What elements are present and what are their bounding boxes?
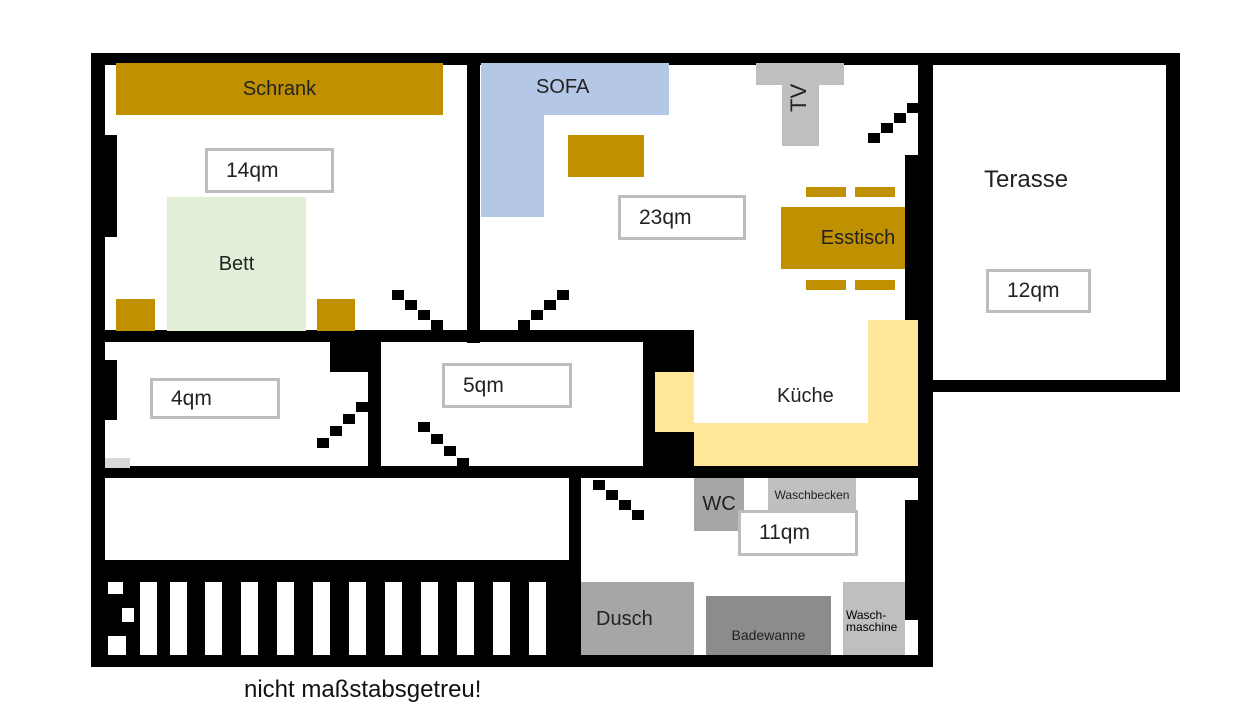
wall-4qm-5qm: [368, 330, 381, 478]
bathtub-label: Badewanne: [731, 626, 806, 643]
area-label-living: 23qm: [618, 195, 746, 240]
bed-label: Bett: [218, 252, 255, 275]
area-label-bedroom: 14qm: [205, 148, 334, 193]
tv-label: TV: [786, 83, 811, 112]
small-fixture: [105, 458, 130, 468]
door: [868, 103, 920, 145]
wall-outer-bottom: [91, 655, 933, 667]
wc: WC: [694, 478, 744, 531]
door: [317, 402, 369, 450]
nightstand-left: [116, 299, 155, 331]
stair-winder: [122, 608, 134, 622]
bathtub: Badewanne: [706, 596, 831, 655]
washing-machine-label-2: maschine: [846, 620, 898, 634]
stair-winder: [140, 582, 157, 655]
stair-step: [529, 582, 546, 655]
washing-machine-label-1: Wasch-: [846, 608, 887, 622]
stair-step: [457, 582, 474, 655]
wc-label: WC: [702, 493, 736, 515]
tv: [782, 63, 819, 146]
bed: Bett: [167, 197, 306, 331]
chair: [855, 187, 895, 197]
stair-step: [241, 582, 258, 655]
coffee-table: [568, 135, 644, 177]
wall-kitchen-right: [905, 155, 933, 320]
stair-step: [170, 582, 187, 655]
wall-terrace-right: [1166, 53, 1180, 392]
stair-step: [421, 582, 438, 655]
wall-bed-living: [467, 53, 480, 343]
area-label-room-b: 5qm: [442, 363, 572, 408]
terrace-label: Terasse: [984, 166, 1069, 193]
door: [418, 422, 470, 470]
kitchen-counter-left: [655, 372, 694, 432]
door: [593, 480, 645, 522]
chair: [855, 280, 895, 290]
chair: [806, 187, 846, 197]
wall-middle-horizontal: [91, 330, 694, 342]
wardrobe: Schrank: [116, 63, 443, 115]
dining-table-label: Esstisch: [820, 226, 896, 249]
wall-hall-bottom: [91, 560, 581, 572]
washing-machine: Wasch- maschine: [843, 582, 905, 655]
stair-step: [349, 582, 366, 655]
washbasin-label: Waschbecken: [774, 488, 850, 502]
nightstand-right: [317, 299, 355, 331]
chair: [806, 280, 846, 290]
kitchen-label: Küche: [777, 385, 834, 407]
stair-step: [385, 582, 402, 655]
stair-step: [493, 582, 510, 655]
area-label-terrace: 12qm: [986, 269, 1091, 313]
kitchen-counter-bottom: [694, 423, 918, 466]
wall-left-thick: [91, 135, 117, 237]
door: [392, 290, 444, 332]
wardrobe-label: Schrank: [242, 77, 317, 100]
wall-outer-top: [91, 53, 1180, 65]
stair-step: [277, 582, 294, 655]
door: [518, 290, 570, 332]
area-label-room-a: 4qm: [150, 378, 280, 419]
stair-winder: [108, 636, 126, 655]
stair-step: [205, 582, 222, 655]
wall-lower-horizontal: [91, 466, 933, 478]
wall-bath-left: [569, 466, 581, 667]
stair-winder: [108, 582, 123, 594]
wall-left-thick-2: [91, 360, 117, 420]
sofa-label: SOFA: [536, 76, 590, 98]
sofa-corner: [481, 63, 544, 217]
wall-terrace-bottom: [918, 380, 1180, 392]
dining-table: Esstisch: [781, 207, 905, 269]
stair-step: [313, 582, 330, 655]
wall-bath-right: [905, 500, 933, 620]
area-label-bath: 11qm: [738, 510, 858, 556]
scale-note: nicht maßstabsgetreu!: [244, 676, 482, 703]
shower: Dusch: [581, 582, 694, 655]
shower-label: Dusch: [596, 608, 653, 630]
washbasin: Waschbecken: [768, 478, 856, 512]
